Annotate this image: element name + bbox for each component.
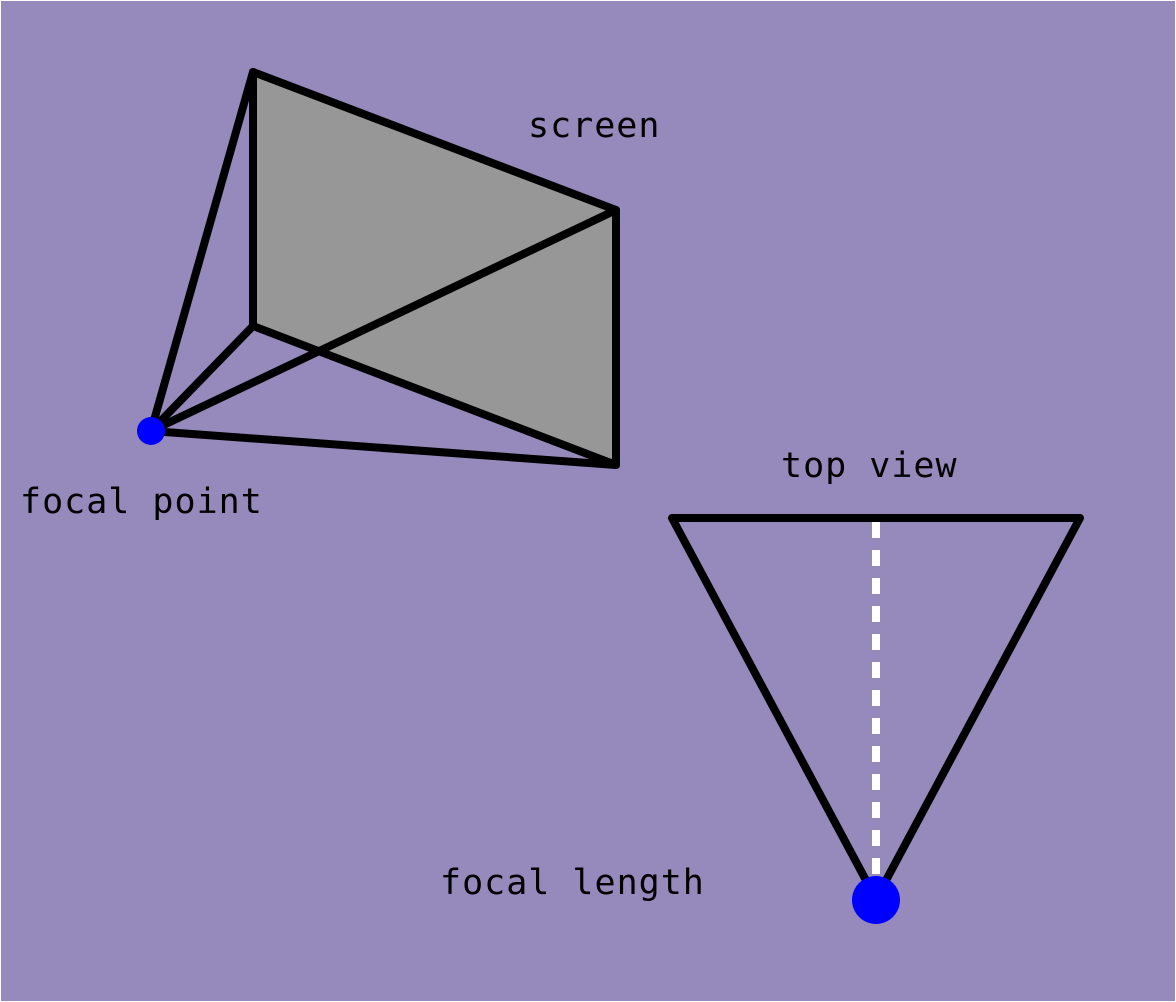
frustum-lines [147,68,620,469]
top-view-triangle [668,514,1084,903]
frustum-edge-top-right [147,206,620,435]
screen-edge-top [249,68,620,214]
frustum-edge-top-left [147,68,257,435]
top-view: top view focal length [440,446,1084,924]
frustum-edge-bottom-left [147,322,257,435]
screen-outline [249,68,620,469]
screen-edge-bottom [249,322,620,469]
focal-length-label: focal length [440,863,705,903]
perspective-view: screen focal point [20,68,660,522]
focal-point-label: focal point [20,482,263,522]
frustum-edge-bottom-right [147,427,620,469]
focal-point-dot [137,417,165,445]
top-view-focal-dot [852,876,900,924]
top-view-label: top view [781,446,958,486]
screen-plane [253,72,616,465]
screen-label: screen [528,106,660,146]
